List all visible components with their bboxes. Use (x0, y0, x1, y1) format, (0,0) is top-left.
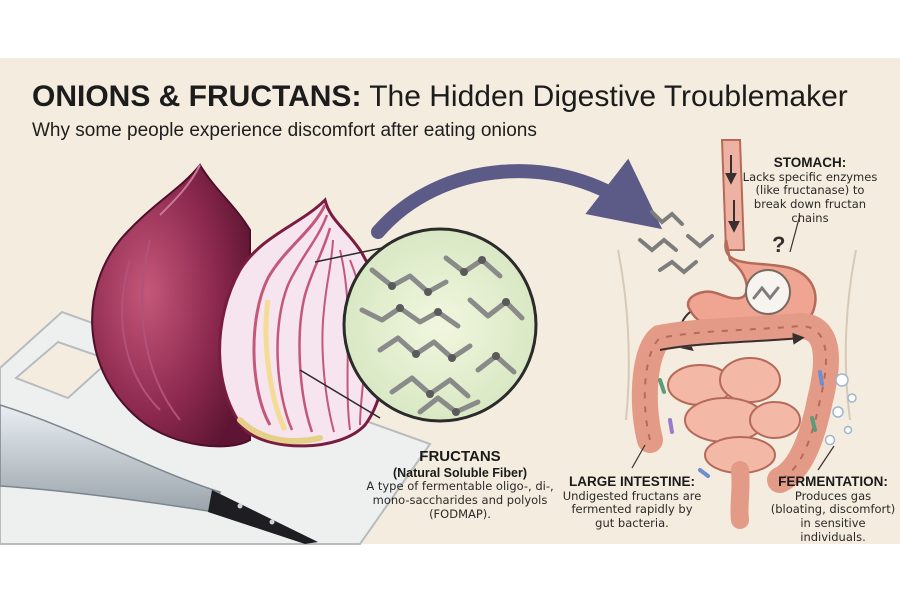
flow-arrow (371, 158, 663, 239)
floating-fructans (638, 210, 714, 275)
fermentation-heading: FERMENTATION: (778, 474, 888, 489)
stomach-label: STOMACH: Lacks specific enzymes (like fr… (740, 155, 880, 225)
fructan-chains (359, 255, 525, 415)
page-title: ONIONS & FRUCTANS: The Hidden Digestive … (32, 80, 848, 114)
onion-cut-face (218, 197, 388, 448)
esophagus (720, 139, 746, 251)
small-intestine (667, 357, 801, 474)
page-subtitle: Why some people experience discomfort af… (32, 120, 537, 141)
large-intestine-label: LARGE INTESTINE: Undigested fructans are… (562, 474, 702, 531)
fructans-heading: FRUCTANS (419, 448, 501, 465)
title-bold: ONIONS & FRUCTANS: (32, 80, 362, 113)
stomach-question-mark: ? (772, 232, 785, 257)
fructans-description: A type of fermentable oligo-, di-, mono-… (366, 479, 554, 521)
fermentation-label: FERMENTATION: Produces gas (bloating, di… (768, 474, 898, 544)
fructan-zoom-circle (342, 227, 538, 423)
large-intestine-heading: LARGE INTESTINE: (568, 474, 695, 489)
gas-bubbles (824, 373, 857, 446)
stomach-heading: STOMACH: (773, 155, 847, 170)
fructans-subheading: (Natural Soluble Fiber) (392, 465, 528, 480)
knife (0, 404, 318, 544)
title-rest: The Hidden Digestive Troublemaker (361, 80, 848, 113)
pointer-lines (631, 214, 835, 471)
fermentation-description: Produces gas (bloating, discomfort) in s… (770, 488, 896, 544)
gut-bacteria (658, 370, 824, 478)
stomach-description: Lacks specific enzymes (like fructanase)… (742, 169, 878, 225)
large-intestine-description: Undigested fructans are fermented rapidl… (562, 488, 702, 531)
zoom-lines (299, 247, 383, 419)
fructan-nodes (388, 256, 510, 416)
onion-whole-half (91, 163, 251, 448)
fructans-label: FRUCTANS (Natural Soluble Fiber) A type … (355, 448, 565, 521)
rectum (730, 461, 750, 529)
